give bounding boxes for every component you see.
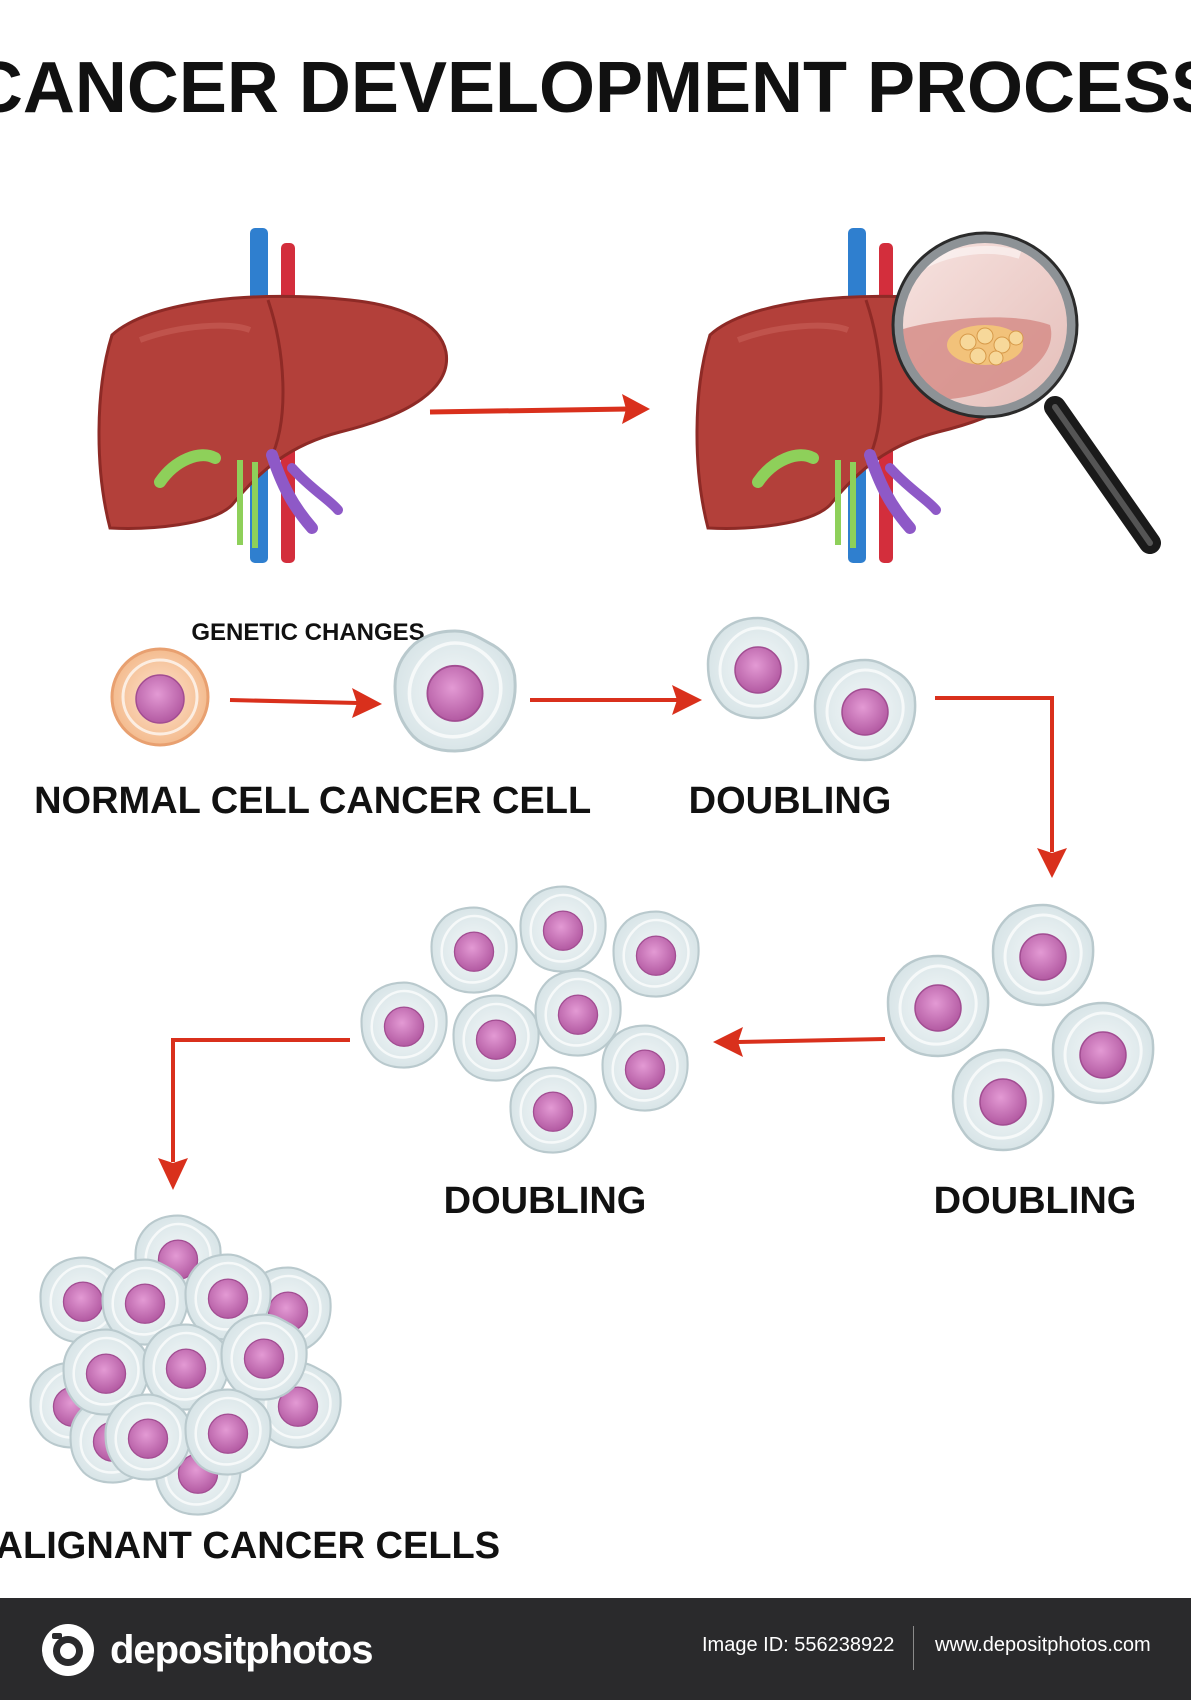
footer-divider — [913, 1626, 914, 1670]
doubling-cells-8 — [360, 885, 700, 1154]
arrow-normal-to-cancer — [229, 688, 382, 718]
malignant-cells-cluster — [29, 1214, 342, 1516]
genetic-changes-label: GENETIC CHANGES — [191, 619, 424, 646]
brand-name: depositphotos — [110, 1627, 374, 1672]
camera-logo-icon — [42, 1624, 94, 1676]
normal-cell-illustration — [110, 647, 210, 747]
arrow-cancer-to-doubling — [530, 685, 702, 715]
doubling-label-3: DOUBLING — [934, 1180, 1137, 1222]
cancer-cell-label: CANCER CELL — [319, 780, 591, 822]
stock-footer: depositphotos Image ID: 556238922 www.de… — [0, 1598, 1191, 1700]
arrow-liver-to-liver — [429, 394, 650, 424]
doubling-cells-2 — [706, 616, 917, 762]
diagram-svg: CANCER DEVELOPMENT PROCESS GENETIC CHANG… — [0, 48, 1191, 1567]
doubling-label-2: DOUBLING — [444, 1180, 647, 1222]
malignant-cells-label: MALIGNANT CANCER CELLS — [0, 1525, 500, 1567]
page-title: CANCER DEVELOPMENT PROCESS — [0, 48, 1191, 128]
normal-cell-label: NORMAL CELL — [34, 780, 310, 822]
arrow-elbow-down-left — [158, 1038, 350, 1190]
doubling-label-1: DOUBLING — [689, 780, 892, 822]
site-link[interactable]: www.depositphotos.com — [935, 1634, 1151, 1656]
normal-liver-illustration — [99, 228, 447, 563]
cancer-cell-illustration — [393, 629, 517, 753]
magnifying-glass-icon — [891, 231, 1161, 554]
image-id: Image ID: 556238922 — [702, 1634, 895, 1656]
arrow-to-doubling-8 — [713, 1027, 886, 1057]
arrow-elbow-down-right — [935, 696, 1067, 878]
brand-logo[interactable]: depositphotos — [40, 1622, 374, 1678]
doubling-cells-4 — [886, 903, 1155, 1152]
